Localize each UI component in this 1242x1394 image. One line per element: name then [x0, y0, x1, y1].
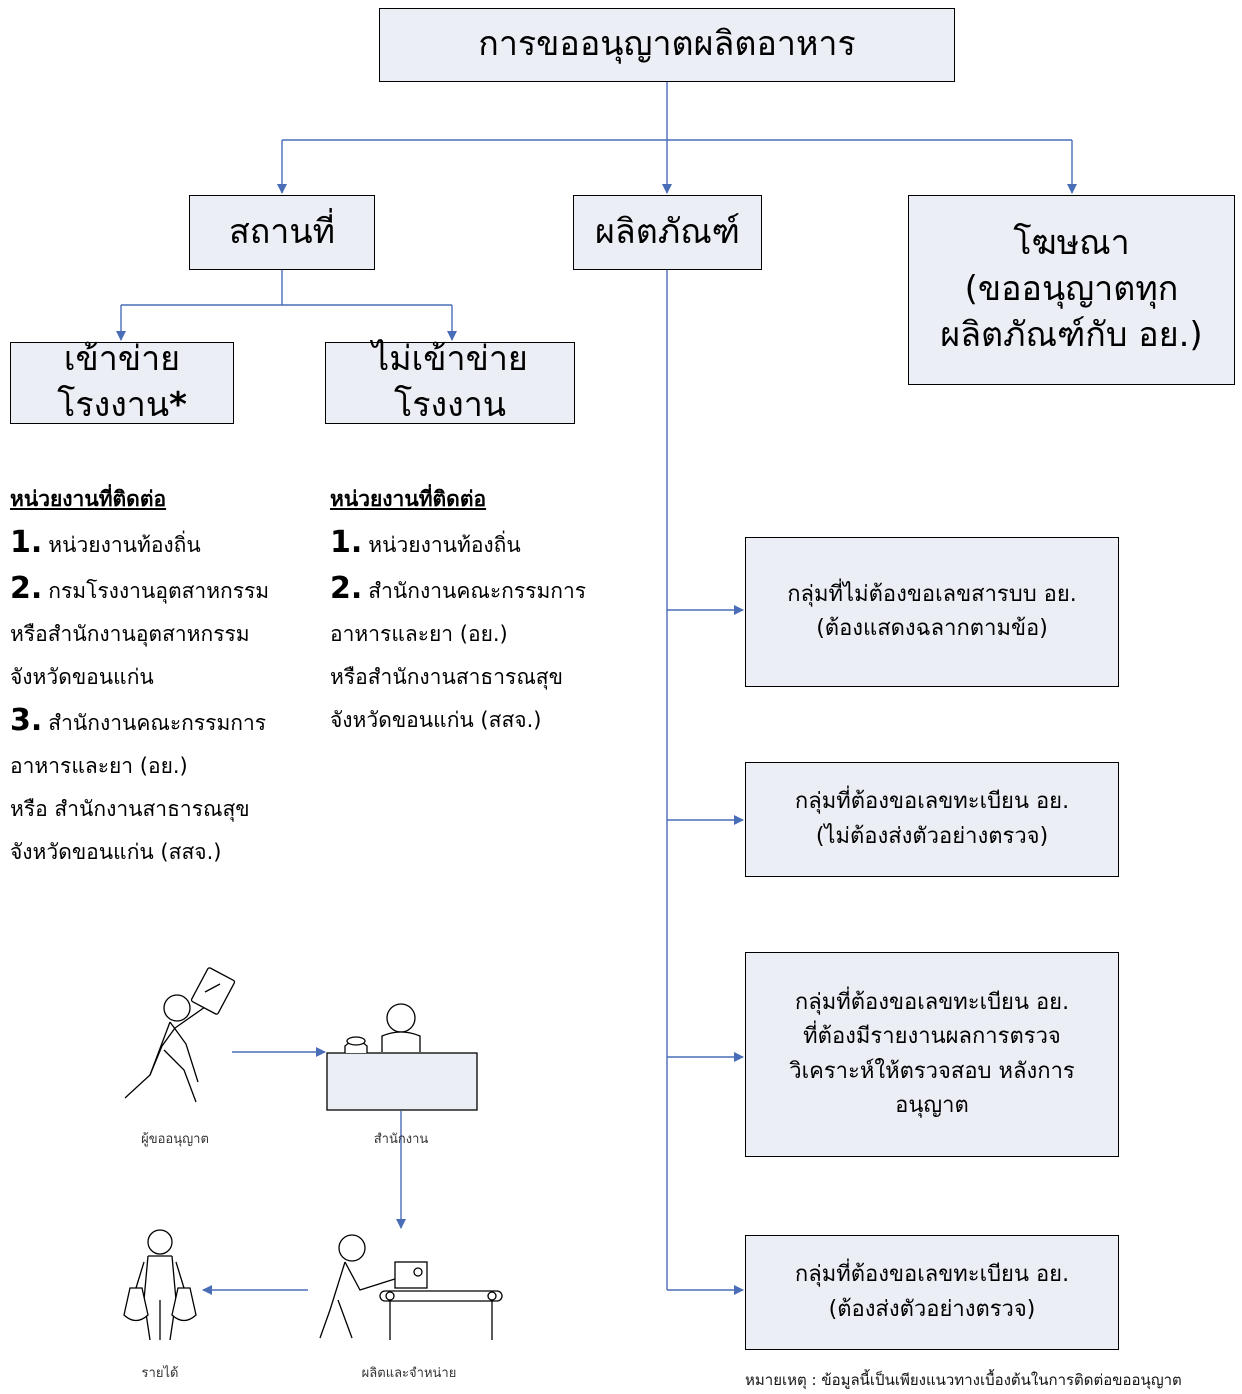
contact-item: 2.กรมโรงงานอุตสาหกรรม [10, 571, 270, 606]
root-box: การขออนุญาตผลิตอาหาร [379, 8, 955, 82]
contact-item: 3.สำนักงานคณะกรรมการ [10, 703, 267, 738]
production-worker-icon [319, 1234, 503, 1340]
contact-line: อาหารและยา (อย.) [10, 754, 188, 778]
place-box: สถานที่ [189, 195, 375, 270]
caption-income: รายได้ [141, 1366, 179, 1381]
contacts-factory: หน่วยงานที่ติดต่อ 1.หน่วยงานท้องถิ่น 2.ก… [10, 478, 310, 874]
caption-office: สำนักงาน [373, 1132, 429, 1147]
caption-produce: ผลิตและจำหน่าย [361, 1366, 457, 1381]
product-group-3: กลุ่มที่ต้องขอเลขทะเบียน อย. ที่ต้องมีรา… [745, 952, 1119, 1157]
income-money-icon [123, 1229, 197, 1341]
contacts-non-factory: หน่วยงานที่ติดต่อ 1.หน่วยงานท้องถิ่น 2.ส… [330, 478, 630, 742]
factory-box: เข้าข่ายโรงงาน* [10, 339, 234, 425]
contact-line: จังหวัดขอนแก่น (สสจ.) [330, 708, 542, 732]
factory-label: เข้าข่ายโรงงาน* [57, 339, 187, 425]
advert-box: โฆษณา (ขออนุญาตทุก ผลิตภัณฑ์กับ อย.) [908, 195, 1235, 385]
product-group-4: กลุ่มที่ต้องขอเลขทะเบียน อย. (ต้องส่งตัว… [745, 1235, 1119, 1350]
caption-applicant: ผู้ขออนุญาต [141, 1132, 209, 1147]
product-label: ผลิตภัณฑ์ [594, 211, 740, 252]
advert-line-3: ผลิตภัณฑ์กับ อย.) [940, 314, 1203, 355]
product-group-1: กลุ่มที่ไม่ต้องขอเลขสารบบ อย. (ต้องแสดงฉ… [745, 537, 1119, 687]
footnote: หมายเหตุ : ข้อมูลนี้เป็นเพียงแนวทางเบื้อ… [745, 1371, 1182, 1389]
contact-line: หรือ สำนักงานสาธารณสุข [10, 797, 250, 821]
advert-line-2: (ขออนุญาตทุก [964, 269, 1179, 310]
contact-line: จังหวัดขอนแก่น [10, 665, 154, 689]
factory-asterisk: * [169, 385, 187, 425]
contact-item: 1.หน่วยงานท้องถิ่น [10, 525, 201, 560]
contact-item: 1.หน่วยงานท้องถิ่น [330, 525, 521, 560]
advert-line-1: โฆษณา [1013, 223, 1130, 264]
non-factory-box: ไม่เข้าข่ายโรงงาน [325, 339, 575, 425]
contacts-non-factory-heading: หน่วยงานที่ติดต่อ [330, 487, 487, 511]
contacts-factory-heading: หน่วยงานที่ติดต่อ [10, 487, 167, 511]
root-label: การขออนุญาตผลิตอาหาร [478, 24, 856, 65]
applicant-figure-icon [124, 967, 236, 1103]
contact-line: หรือสำนักงานอุตสาหกรรม [10, 622, 250, 646]
product-box: ผลิตภัณฑ์ [573, 195, 762, 270]
product-group-2: กลุ่มที่ต้องขอเลขทะเบียน อย. (ไม่ต้องส่ง… [745, 762, 1119, 877]
contact-item: 2.สำนักงานคณะกรรมการ [330, 571, 587, 606]
office-desk-icon [326, 1003, 478, 1111]
contact-line: อาหารและยา (อย.) [330, 622, 508, 646]
contact-line: จังหวัดขอนแก่น (สสจ.) [10, 840, 222, 864]
place-label: สถานที่ [228, 211, 336, 252]
non-factory-label: ไม่เข้าข่ายโรงงาน [372, 339, 528, 425]
contact-line: หรือสำนักงานสาธารณสุข [330, 665, 563, 689]
